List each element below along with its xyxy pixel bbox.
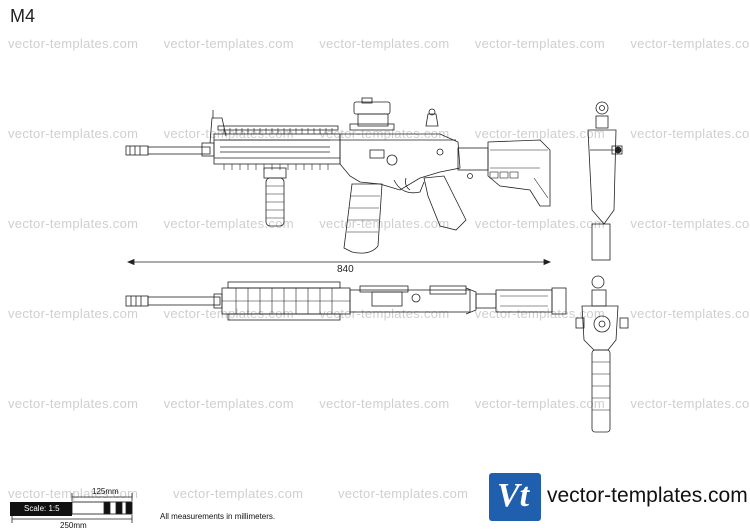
scale-top-label: 125mm [92, 487, 119, 496]
watermark: vector-templates.com [474, 36, 606, 51]
watermark: vector-templates.com [163, 216, 294, 231]
watermark: vector-templates.com [319, 306, 450, 321]
watermark: vector-templates.com [319, 36, 450, 51]
watermark-row: vector-templates.com vector-templates.co… [8, 306, 750, 321]
rear-view [575, 275, 629, 433]
logo-text: Vt [497, 477, 530, 514]
top-view [125, 281, 567, 321]
watermark: vector-templates.com [630, 396, 750, 411]
watermark: vector-templates.com [173, 486, 304, 501]
watermark: vector-templates.com [474, 306, 606, 321]
watermark: vector-templates.com [630, 126, 750, 141]
watermark: vector-templates.com [163, 306, 294, 321]
watermark: vector-templates.com [8, 36, 139, 51]
front-view [587, 101, 623, 261]
watermark: vector-templates.com [163, 36, 294, 51]
watermark: vector-templates.com [474, 126, 606, 141]
watermark: vector-templates.com [630, 216, 750, 231]
scale-label: Scale: 1:5 [10, 502, 72, 516]
watermark: vector-templates.com [8, 396, 139, 411]
page-title: M4 [10, 6, 36, 26]
watermark: vector-templates.com [474, 396, 606, 411]
watermark: vector-templates.com [630, 36, 750, 51]
watermark-row: vector-templates.com vector-templates.co… [8, 36, 750, 51]
watermark: vector-templates.com [319, 396, 450, 411]
watermark: vector-templates.com [163, 396, 294, 411]
watermark: vector-templates.com [8, 126, 139, 141]
watermark: vector-templates.com [8, 306, 139, 321]
side-view [125, 97, 551, 254]
scale-bottom-label: 250mm [60, 521, 87, 530]
watermark: vector-templates.com [474, 216, 606, 231]
brand-logo-icon: Vt [489, 473, 541, 521]
watermark-row: vector-templates.com vector-templates.co… [8, 396, 750, 411]
length-dimension-label: 840 [337, 264, 354, 275]
brand-name: vector-templates.com [547, 484, 748, 507]
length-dimension-line [126, 258, 552, 266]
watermark: vector-templates.com [8, 216, 139, 231]
watermark: vector-templates.com [338, 486, 469, 501]
scale-bar [11, 493, 133, 523]
watermark-row: vector-templates.com vector-templates.co… [8, 216, 750, 231]
measurement-note: All measurements in millimeters. [160, 512, 276, 521]
watermark: vector-templates.com [630, 306, 750, 321]
